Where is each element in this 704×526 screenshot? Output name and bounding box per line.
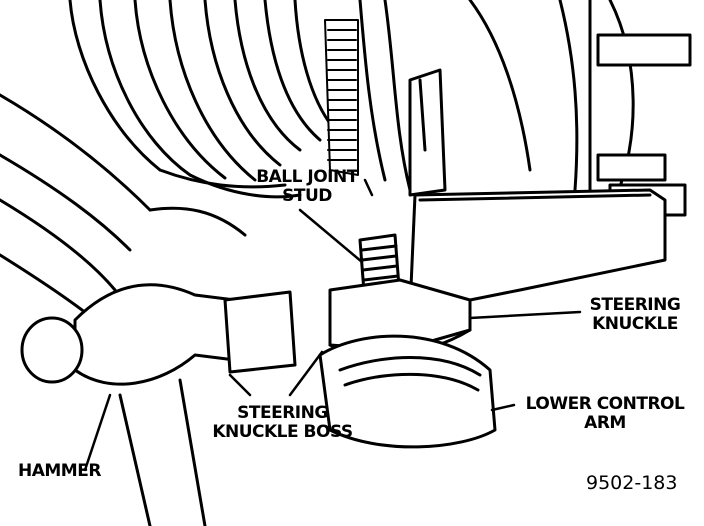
label-steering-knuckle: STEERING KNUCKLE [585, 296, 685, 334]
cv-boot-bellows [68, 0, 412, 199]
hub-assembly [468, 0, 692, 217]
label-steering-knuckle-boss: STEERING KNUCKLE BOSS [200, 404, 365, 442]
label-ball-joint-stud-line1: BALL JOINT [256, 167, 358, 187]
figure-number: 9502-183 [586, 472, 678, 494]
label-ball-joint-stud: BALL JOINT STUD [248, 168, 366, 206]
label-steering-knuckle-line2: KNUCKLE [592, 314, 678, 334]
label-ball-joint-stud-line2: STUD [282, 186, 332, 206]
label-steering-knuckle-boss-line2: KNUCKLE BOSS [212, 422, 353, 442]
boot-clamp [324, 19, 359, 176]
label-hammer: HAMMER [18, 461, 101, 481]
label-lower-control-arm-line2: ARM [584, 413, 626, 433]
label-lower-control-arm: LOWER CONTROL ARM [515, 395, 695, 433]
lower-control-arm [318, 334, 497, 449]
label-steering-knuckle-boss-line1: STEERING [237, 403, 328, 423]
steering-knuckle-body [408, 68, 667, 312]
label-lower-control-arm-line1: LOWER CONTROL [525, 394, 685, 414]
leader-lines [83, 178, 582, 472]
label-steering-knuckle-line1: STEERING [589, 295, 681, 315]
hammer [20, 283, 297, 526]
upper-arm-outline [0, 93, 247, 322]
